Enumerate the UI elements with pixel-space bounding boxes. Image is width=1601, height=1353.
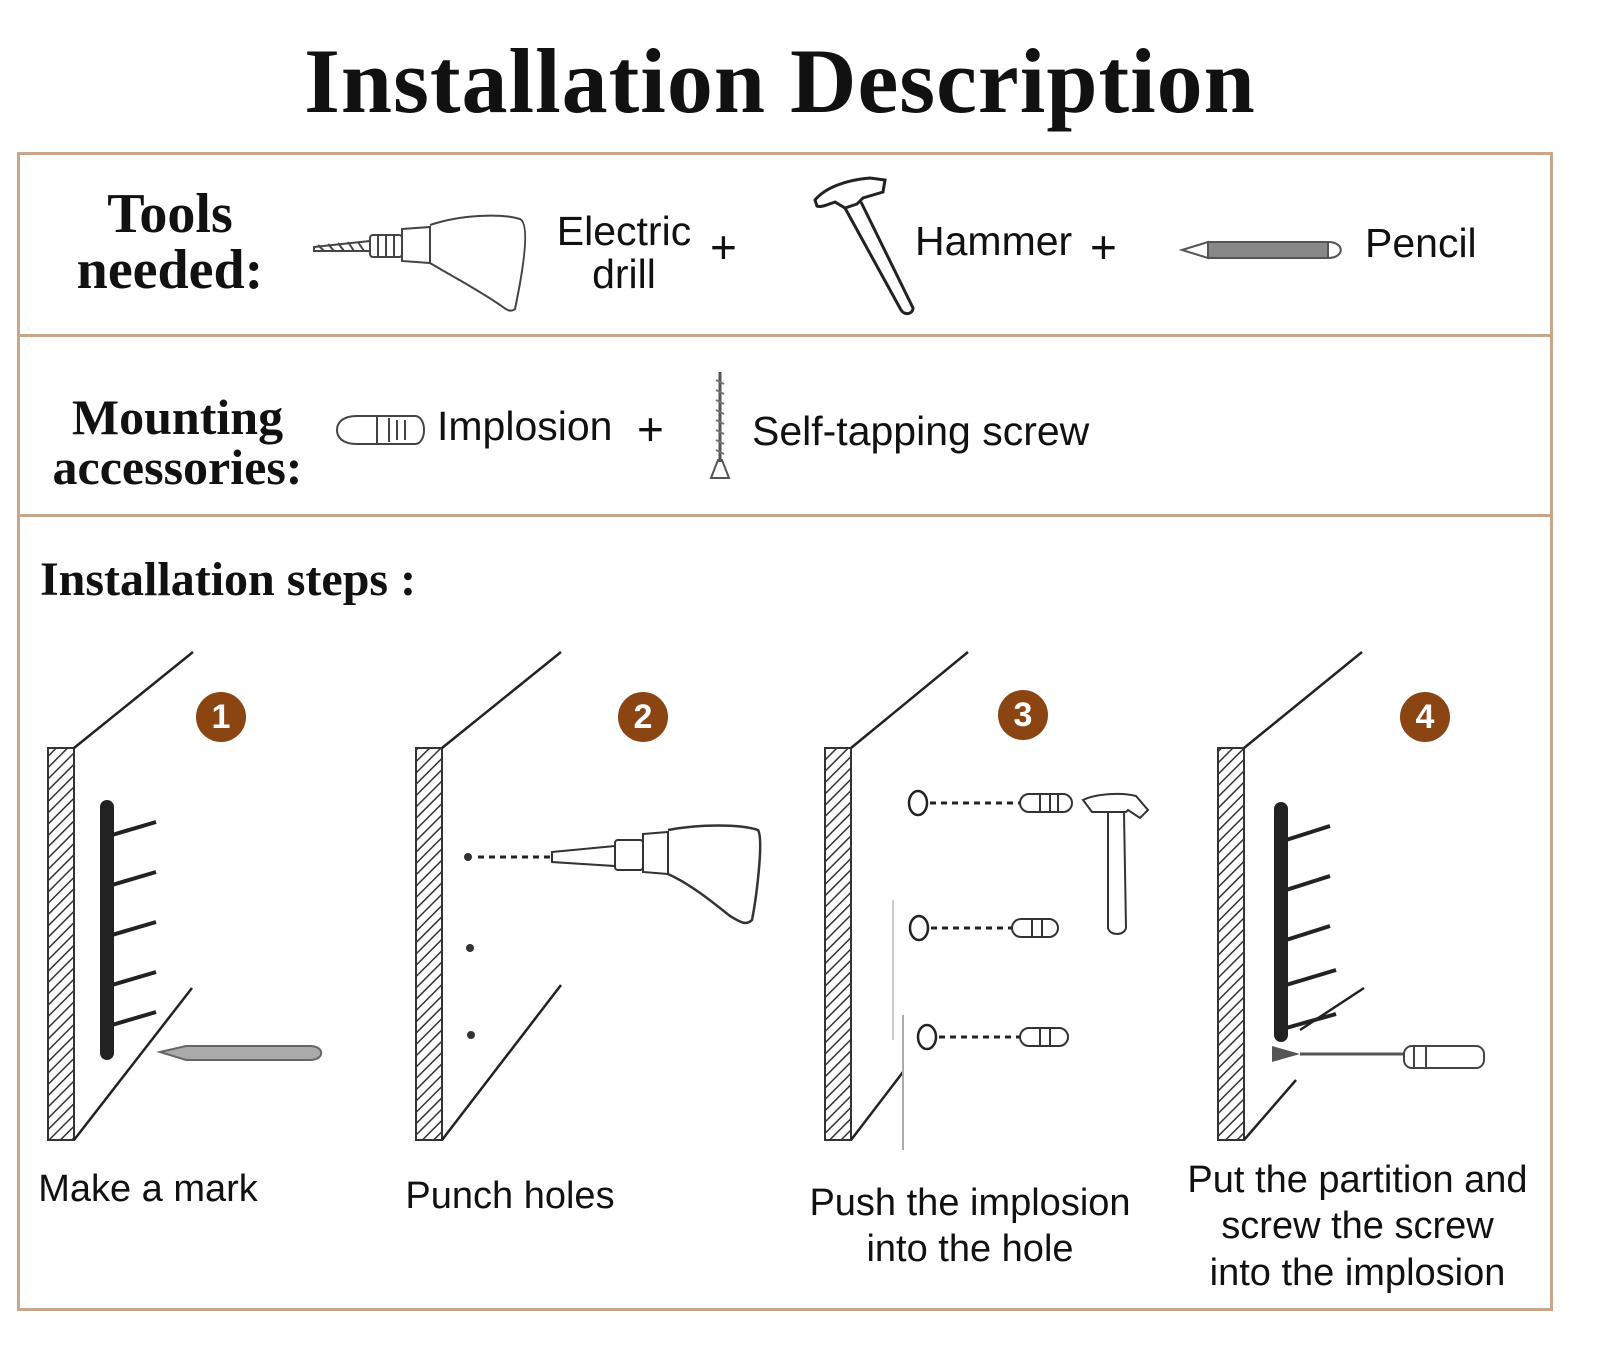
step-3-caption: Push the implosion into the hole (780, 1180, 1160, 1273)
step-4-caption-line: into the implosion (1209, 1251, 1506, 1294)
page-title: Installation Description (304, 30, 1256, 132)
mounting-label: Mounting accessories: (30, 392, 325, 492)
step-1-badge: 1 (196, 692, 246, 742)
step-1-illustration (47, 651, 323, 1141)
screw-icon (709, 372, 731, 479)
mounting-label-line1: Mounting (71, 389, 284, 445)
step-3-badge: 3 (998, 690, 1048, 740)
mounting-panel (17, 334, 1553, 517)
mounting-label-line2: accessories: (52, 439, 303, 495)
step-3-illustration (824, 651, 1150, 1150)
hammer-icon (813, 176, 915, 316)
wall-anchor-icon (335, 415, 425, 445)
step-1-caption-line: Make a mark (38, 1168, 258, 1210)
step-3-caption-line: into the hole (866, 1228, 1074, 1271)
hammer-label: Hammer (915, 218, 1073, 264)
steps-panel (17, 514, 1553, 1311)
step-1-caption: Make a mark (18, 1166, 278, 1212)
implosion-label: Implosion (437, 403, 613, 449)
electric-drill-icon (313, 214, 527, 312)
step-3-caption-line: Push the implosion (809, 1182, 1131, 1224)
tools-label-line2: needed: (76, 239, 264, 301)
plus-sign: + (637, 403, 664, 455)
pencil-icon (1178, 240, 1342, 260)
step-4-caption-line: screw the screw (1221, 1205, 1494, 1248)
step-4-caption-line: Put the partition and (1187, 1159, 1528, 1201)
step-2-illustration (415, 651, 762, 1141)
step-2-badge: 2 (618, 692, 668, 742)
screw-label: Self-tapping screw (752, 408, 1090, 454)
drill-label-line2: drill (592, 251, 656, 298)
tools-label-line1: Tools (107, 183, 233, 245)
tools-panel (17, 152, 1553, 337)
plus-sign: + (1090, 221, 1117, 273)
steps-heading: Installation steps : (40, 553, 417, 606)
plus-sign: + (710, 221, 737, 273)
step-2-caption-line: Punch holes (405, 1175, 615, 1217)
drill-label: Electric drill (544, 208, 704, 298)
step-4-badge: 4 (1400, 692, 1450, 742)
tools-label: Tools needed: (55, 186, 285, 298)
step-4-illustration (1217, 651, 1485, 1141)
step-2-caption: Punch holes (385, 1173, 635, 1219)
pencil-label: Pencil (1365, 220, 1477, 266)
step-4-caption: Put the partition and screw the screw in… (1160, 1157, 1555, 1296)
drill-label-line1: Electric (556, 208, 692, 254)
